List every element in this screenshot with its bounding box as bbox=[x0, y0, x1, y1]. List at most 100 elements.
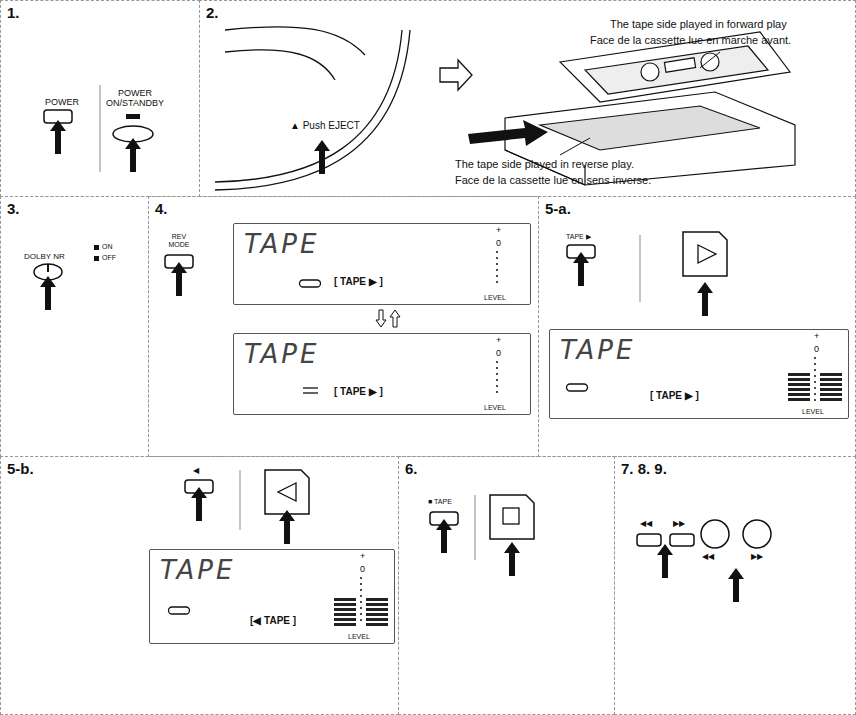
meter-bar bbox=[334, 598, 356, 601]
display-source: TAPE bbox=[244, 230, 319, 259]
meter-dot bbox=[814, 387, 816, 389]
step-panel: 4.TAPE[ TAPE ▶ ]+0LEVELTAPE[ TAPE ▶ ]+0L… bbox=[148, 196, 539, 457]
meter-dot bbox=[496, 263, 498, 265]
display-source: TAPE bbox=[160, 556, 235, 585]
cassette-deck bbox=[505, 92, 795, 185]
step-number: 5-b. bbox=[7, 461, 34, 478]
instruction: ▲ Push EJECT bbox=[290, 120, 360, 132]
button-label: REV MODE bbox=[161, 233, 197, 249]
meter-bar bbox=[788, 388, 810, 391]
meter-label: LEVEL bbox=[802, 408, 824, 416]
push-arrow bbox=[40, 276, 56, 310]
meter-bar bbox=[820, 383, 842, 386]
step-number: 1. bbox=[7, 5, 20, 22]
one-way-icon bbox=[303, 392, 318, 393]
wind-buttons bbox=[637, 534, 661, 546]
button-label: TAPE ▶ bbox=[566, 233, 591, 241]
meter-dot bbox=[814, 393, 816, 395]
divider bbox=[240, 470, 241, 530]
level-meter bbox=[334, 251, 842, 626]
meter-dot bbox=[496, 257, 498, 259]
button-label: ▶▶ bbox=[751, 552, 763, 561]
meter-dot bbox=[496, 391, 498, 393]
meter-dot bbox=[360, 607, 362, 609]
display-source: TAPE bbox=[560, 336, 635, 365]
meter-dot bbox=[360, 583, 362, 585]
meter-dot bbox=[496, 269, 498, 271]
display-window: TAPE[ TAPE ▶ ]+0LEVEL bbox=[233, 333, 531, 415]
meter-bar bbox=[788, 373, 810, 376]
push-arrow bbox=[50, 120, 66, 154]
meter-scale: 0 bbox=[814, 345, 819, 355]
on-indicator bbox=[94, 245, 99, 250]
step-panel: 7. 8. 9. bbox=[614, 456, 856, 715]
display-window: TAPE[◀ TAPE ]+0LEVEL bbox=[149, 549, 395, 644]
meter-dot bbox=[814, 375, 816, 377]
step-number: 3. bbox=[7, 201, 20, 218]
cassette-deck bbox=[585, 46, 768, 94]
meter-dot bbox=[496, 385, 498, 387]
display-status: [ TAPE ▶ ] bbox=[334, 276, 383, 287]
meter-scale: + bbox=[496, 226, 501, 236]
meter-bar bbox=[820, 393, 842, 396]
meter-dot bbox=[496, 275, 498, 277]
step-panel: 3. bbox=[0, 196, 149, 457]
cassette-deck bbox=[540, 106, 760, 150]
switch-state: OFF bbox=[102, 254, 116, 262]
push-arrow bbox=[125, 138, 141, 172]
unit-outline bbox=[225, 50, 335, 80]
push-arrow bbox=[171, 262, 187, 296]
meter-dot bbox=[360, 595, 362, 597]
remote-stop-button bbox=[490, 495, 534, 539]
divider bbox=[100, 85, 101, 172]
divider bbox=[640, 235, 641, 302]
button-label: ▶▶ bbox=[673, 519, 685, 528]
wind-buttons bbox=[701, 520, 729, 548]
leader-line bbox=[560, 138, 590, 155]
meter-bar bbox=[334, 623, 356, 626]
meter-bar bbox=[788, 393, 810, 396]
knob-label: DOLBY NR bbox=[24, 252, 65, 261]
wind-buttons bbox=[743, 520, 771, 548]
push-arrow bbox=[504, 542, 520, 576]
meter-dot bbox=[360, 577, 362, 579]
push-arrow bbox=[657, 544, 673, 578]
unit-outline bbox=[215, 30, 410, 190]
display-window: TAPE[ TAPE ▶ ]+0LEVEL bbox=[549, 329, 849, 419]
push-arrow bbox=[573, 252, 589, 286]
wind-buttons bbox=[670, 534, 694, 546]
meter-scale: + bbox=[360, 552, 365, 562]
cassette-deck bbox=[641, 63, 659, 81]
meter-dot bbox=[496, 367, 498, 369]
insert-arrow bbox=[468, 120, 548, 146]
step-panel: 5-b. TAPE[◀ TAPE ]+0LEVEL bbox=[0, 456, 399, 715]
display-window: TAPE[ TAPE ▶ ]+0LEVEL bbox=[233, 223, 531, 305]
wind-buttons bbox=[637, 520, 771, 548]
step-number: 6. bbox=[405, 461, 418, 478]
reverse-symbol bbox=[278, 483, 296, 501]
meter-bar bbox=[366, 613, 388, 616]
knob-pointer bbox=[47, 264, 49, 272]
push-arrow bbox=[314, 140, 330, 174]
meter-dot bbox=[360, 619, 362, 621]
meter-dot bbox=[814, 363, 816, 365]
step-panel: 6. bbox=[398, 456, 615, 715]
stop-symbol bbox=[503, 508, 519, 524]
step-number: 4. bbox=[155, 201, 168, 218]
meter-label: LEVEL bbox=[484, 404, 506, 412]
meter-bar bbox=[788, 398, 810, 401]
cassette-deck bbox=[664, 58, 695, 73]
step-number: 5-a. bbox=[545, 201, 571, 218]
meter-dot bbox=[360, 601, 362, 603]
step-number: 2. bbox=[206, 5, 219, 22]
cassette-deck bbox=[701, 53, 719, 71]
meter-dot bbox=[814, 369, 816, 371]
meter-bar bbox=[334, 608, 356, 611]
button-label: ◀◀ bbox=[640, 519, 652, 528]
meter-bar bbox=[820, 398, 842, 401]
meter-bar bbox=[334, 618, 356, 621]
meter-bar bbox=[366, 603, 388, 606]
meter-bar bbox=[820, 378, 842, 381]
remote-play-button bbox=[683, 232, 727, 276]
